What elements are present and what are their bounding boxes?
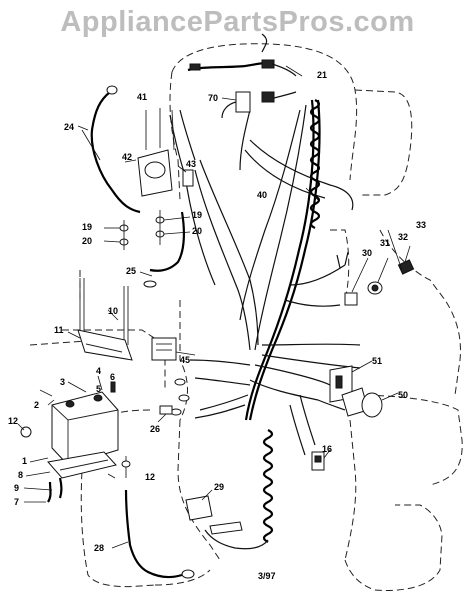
callout-20-right: 20 bbox=[192, 226, 202, 236]
callout-24: 24 bbox=[64, 122, 74, 132]
callout-10: 10 bbox=[108, 306, 118, 316]
callout-33: 33 bbox=[416, 220, 426, 230]
part-45 bbox=[151, 337, 196, 361]
callout-20-left: 20 bbox=[82, 236, 92, 246]
part-29 bbox=[185, 489, 243, 535]
part-50 bbox=[341, 387, 399, 418]
callout-1: 1 bbox=[22, 456, 27, 466]
battery bbox=[47, 391, 119, 479]
part-30-group bbox=[336, 251, 415, 306]
callout-19-right: 19 bbox=[192, 210, 202, 220]
callout-42: 42 bbox=[122, 152, 132, 162]
bracket-11 bbox=[67, 329, 133, 361]
watermark: AppliancePartsPros.com bbox=[60, 6, 415, 38]
solenoid-42 bbox=[124, 108, 194, 197]
callout-12-left: 12 bbox=[8, 416, 18, 426]
callout-31: 31 bbox=[380, 238, 390, 248]
callout-19-left: 19 bbox=[82, 222, 92, 232]
bolts-19-20-left bbox=[103, 220, 129, 250]
callout-70: 70 bbox=[208, 93, 218, 103]
terminals bbox=[170, 378, 190, 416]
callout-41: 41 bbox=[137, 92, 147, 102]
cable-25 bbox=[139, 211, 185, 288]
callout-21: 21 bbox=[317, 70, 327, 80]
part-70 bbox=[221, 91, 297, 119]
callout-45: 45 bbox=[180, 355, 190, 365]
rods-10 bbox=[79, 278, 129, 345]
wire-24 bbox=[77, 85, 141, 214]
leader-lines bbox=[17, 65, 411, 503]
cable-21 bbox=[187, 33, 297, 77]
callout-2: 2 bbox=[34, 400, 39, 410]
coiled-cable-40 bbox=[309, 99, 321, 229]
bolts-19-20-right bbox=[155, 210, 191, 245]
callout-40: 40 bbox=[257, 190, 267, 200]
callout-11: 11 bbox=[54, 325, 64, 335]
callout-50: 50 bbox=[398, 390, 408, 400]
callout-12-right: 12 bbox=[145, 472, 155, 482]
callout-29: 29 bbox=[214, 482, 224, 492]
callout-8: 8 bbox=[18, 470, 23, 480]
callout-6: 6 bbox=[110, 372, 115, 382]
callout-30: 30 bbox=[362, 248, 372, 258]
callout-labels: 21 70 41 24 42 43 40 19 20 19 20 33 30 3… bbox=[8, 70, 426, 581]
wire-harness bbox=[169, 99, 361, 456]
cables-7-9 bbox=[47, 477, 63, 503]
date-code: 3/97 bbox=[258, 571, 276, 581]
callout-16: 16 bbox=[322, 444, 332, 454]
cable-28 bbox=[111, 456, 195, 579]
part-16 bbox=[311, 449, 331, 471]
callout-3: 3 bbox=[60, 377, 65, 387]
callout-7: 7 bbox=[14, 497, 19, 507]
callout-32: 32 bbox=[398, 232, 408, 242]
callout-9: 9 bbox=[14, 483, 19, 493]
coiled-cable-lower bbox=[204, 429, 274, 550]
callout-4: 4 bbox=[96, 366, 101, 376]
callout-51: 51 bbox=[372, 356, 382, 366]
callout-43: 43 bbox=[186, 159, 196, 169]
callout-26: 26 bbox=[150, 424, 160, 434]
callout-28: 28 bbox=[94, 543, 104, 553]
callout-25: 25 bbox=[126, 266, 136, 276]
part-26 bbox=[157, 405, 173, 423]
callout-5: 5 bbox=[96, 384, 101, 394]
